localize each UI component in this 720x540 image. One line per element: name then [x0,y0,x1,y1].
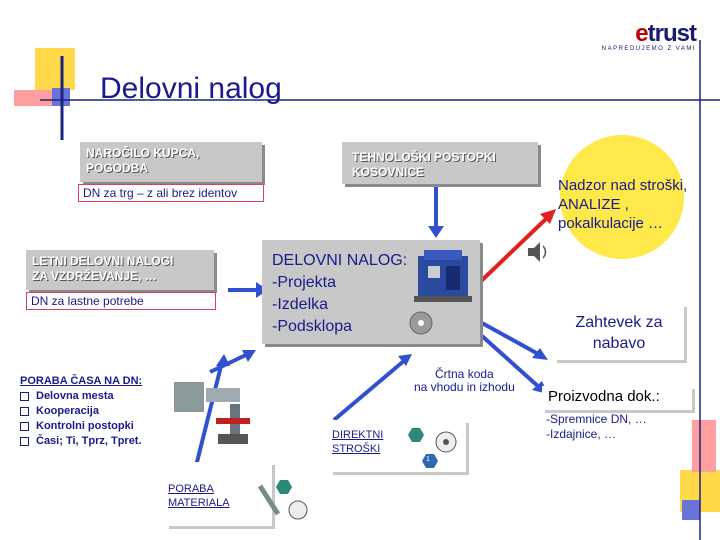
delovni-nalog-box: DELOVNI NALOG: -Projekta -Izdelka -Podsk… [262,240,480,344]
list-item: Delovna mesta [20,389,170,404]
crtna-koda-text: Črtna koda na vhodu in izhodu [414,367,515,394]
page-title: Delovni nalog [100,72,282,105]
logo-text: etrust [635,20,697,47]
proizvodna-list: -Spremnice DN, … -Izdajnice, … [546,412,647,441]
poraba-casa-list: Delovna mesta Kooperacija Kontrolni post… [20,389,170,449]
arrow-to-proizvodna [480,334,542,390]
direktni-badge: 1 [426,456,430,463]
list-item: Časi; Ti, Tprz, Tpret. [20,434,170,449]
arrow-from-poraba-casa [209,352,249,374]
arrow-from-poraba-casa-head [242,350,256,362]
pink-bar-bottom [692,420,716,472]
pink-bar-top [14,90,52,106]
list-item: Kooperacija [20,404,170,419]
arrow-from-poraba-materiala [193,361,224,471]
proizvodna-title: Proizvodna dok.: [542,386,692,410]
letni-sub: DN za lastne potrebe [26,292,216,310]
tehnoloski-title: TEHNOLOŠKI POSTOPKI KOSOVNICE [352,150,496,179]
wrench-icon [257,480,308,520]
narocilo-sub: DN za trg – z ali brez identov [78,184,264,202]
arrow-to-nadzor [476,215,550,286]
letni-box: LETNI DELOVNI NALOGI ZA VZDRŽEVANJE, … [26,250,214,290]
arrow-to-zahtevek [481,321,541,357]
poraba-casa-block: PORABA ČASA NA DN: Delovna mesta Koopera… [20,374,170,449]
arrow-to-nadzor-head [540,209,556,224]
nadzor-text: Nadzor nad stroški, ANALIZE , pokalkulac… [558,177,688,232]
direktni-text: DIREKTNI STROŠKI [332,429,384,455]
nadzor-circle [560,135,684,259]
zahtevek-box: Zahtevek za nabavo [554,304,684,360]
narocilo-box: NAROČILO KUPCA, POGODBA [80,142,262,182]
arrow-from-poraba-materiala-head [216,354,230,366]
machine-icon [414,250,472,302]
letni-title: LETNI DELOVNI NALOGI ZA VZDRŽEVANJE, … [32,254,174,283]
logo-tagline: NAPREDUJEMO Z VAMI [601,46,696,52]
list-item: Kontrolni postopki [20,419,170,434]
gear-icon [409,311,433,335]
arrow-from-direktni [332,358,407,422]
etrust-logo: etrust NAPREDUJEMO Z VAMI [601,20,697,52]
arrow-from-tehnoloski-head [428,226,444,238]
blue-square-bottom [682,500,700,520]
poraba-materiala-text: PORABA MATERIALA [168,483,230,509]
coins-icon [408,428,457,468]
arrow-to-zahtevek-head [532,348,548,360]
tehnoloski-box: TEHNOLOŠKI POSTOPKI KOSOVNICE [342,142,538,184]
poraba-casa-title: PORABA ČASA NA DN: [20,375,143,387]
narocilo-title: NAROČILO KUPCA, POGODBA [86,146,200,175]
delovni-nalog-text: DELOVNI NALOG: -Projekta -Izdelka -Podsk… [272,252,408,335]
machine-tools-icon [174,382,250,444]
direktni-box: DIREKTNI STROŠKI 1 [330,420,466,472]
speaker-icon [528,242,547,262]
poraba-materiala-box: PORABA MATERIALA [166,462,272,526]
arrow-from-direktni-head [398,354,412,366]
yellow-square-top [35,48,75,90]
